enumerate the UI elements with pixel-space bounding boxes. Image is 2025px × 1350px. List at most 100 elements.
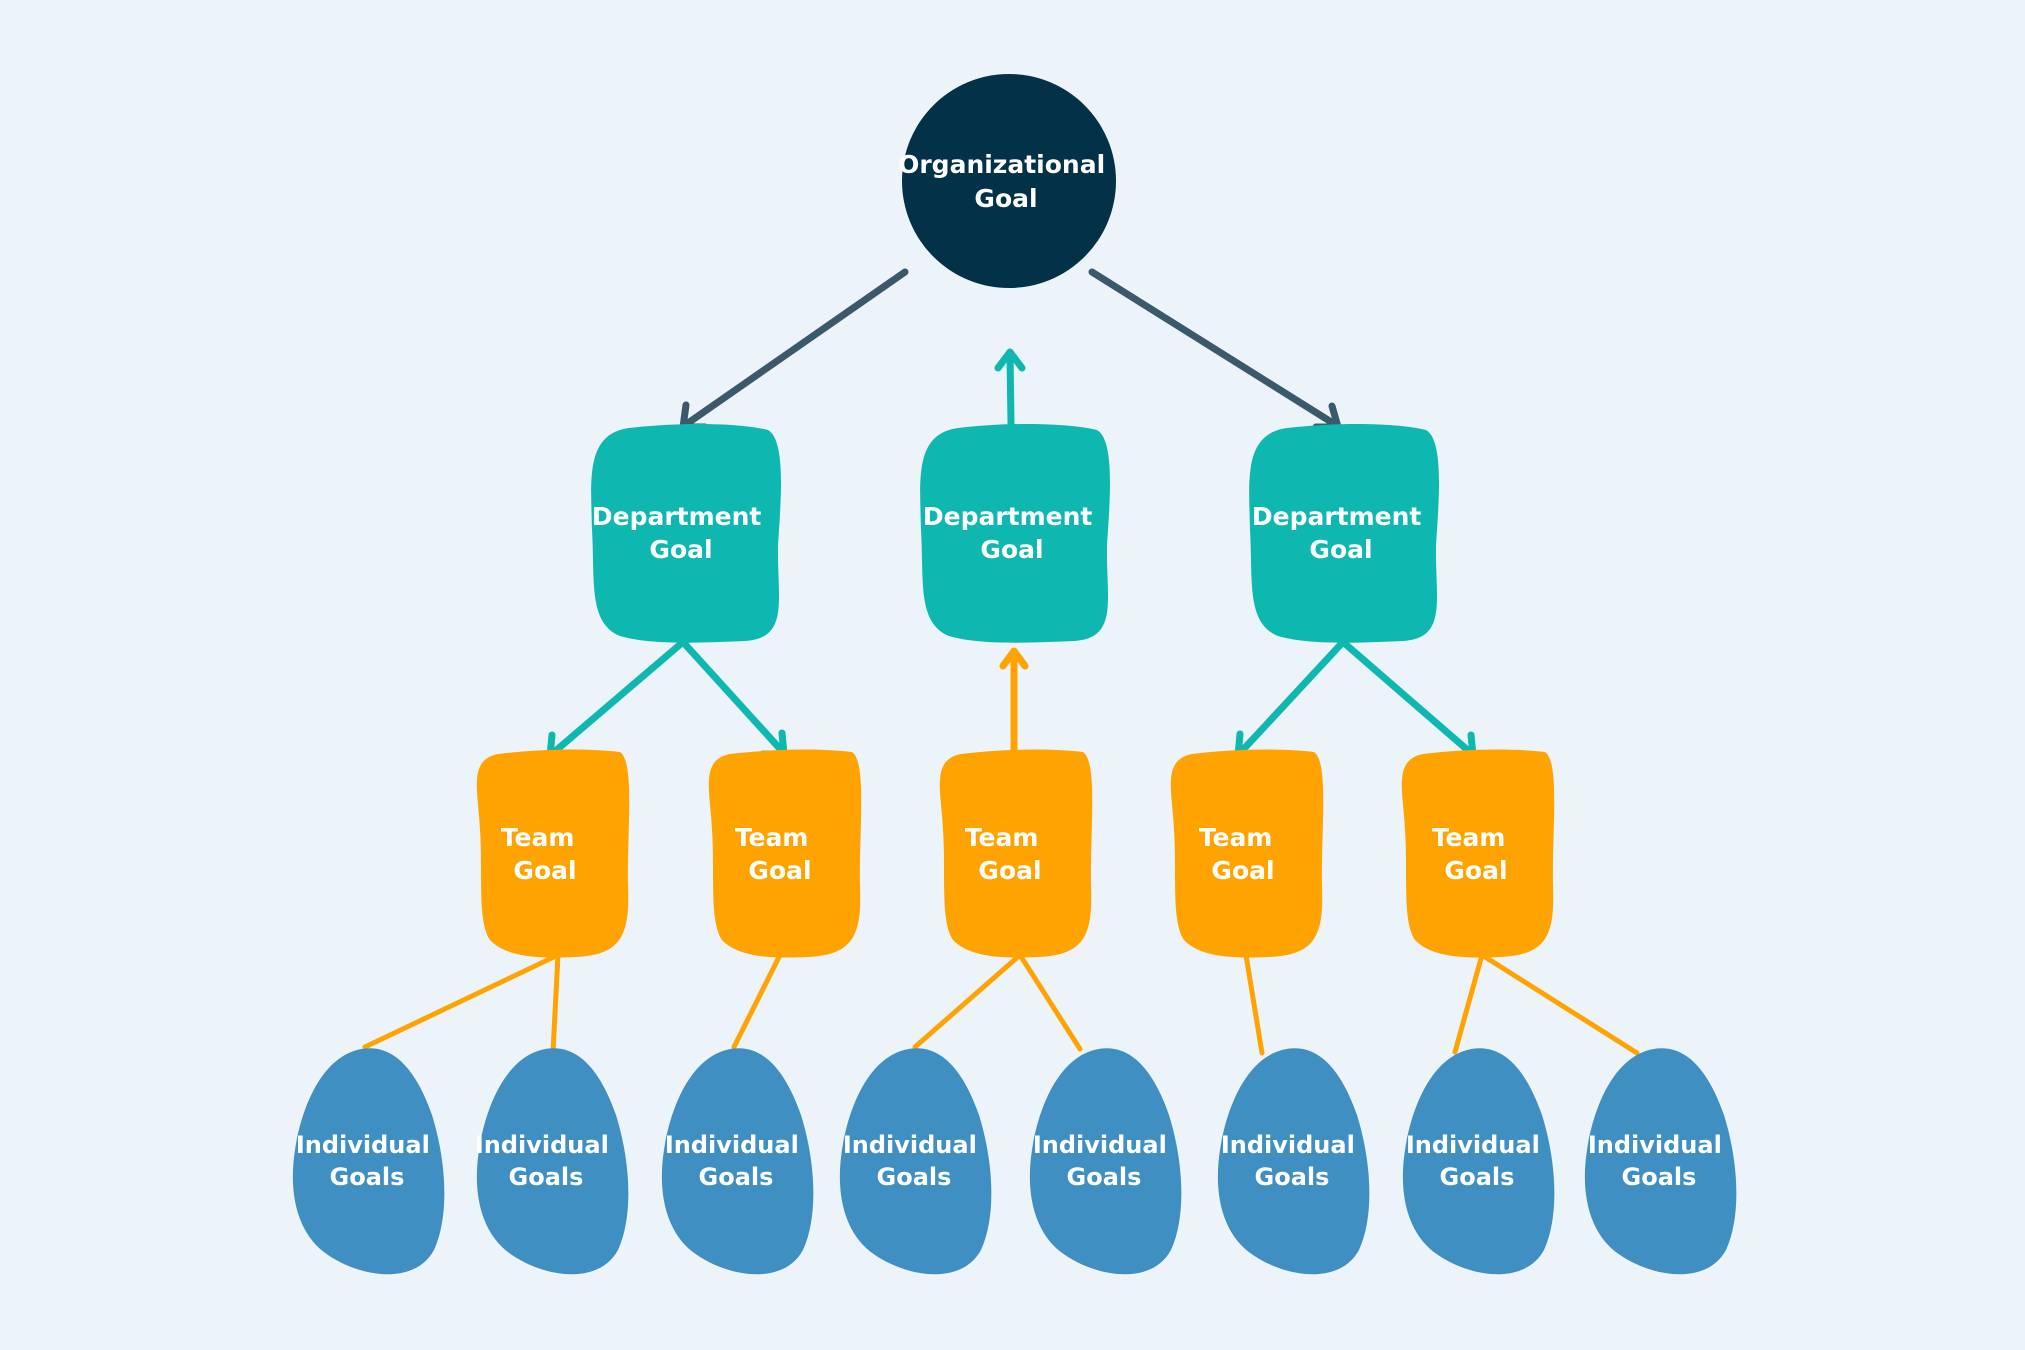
org-goal-label: Organizational Goal <box>898 150 1114 213</box>
line-team-5-to-individual-8 <box>1479 952 1640 1056</box>
individual-goals-8-label: Individual Goals <box>1588 1131 1730 1191</box>
team-goal-4-line-2: Goal <box>1211 856 1274 885</box>
team-connectors <box>362 952 1640 1056</box>
individual-goals-4-line-1: Individual <box>843 1131 977 1159</box>
team-goal-5-line-2: Goal <box>1444 856 1507 885</box>
department-goal-2: Department Goal <box>920 423 1110 643</box>
department-goal-2-line-2: Goal <box>980 535 1043 564</box>
line-team-1-to-individual-2 <box>550 952 561 1055</box>
individual-goals-5-line-2: Goals <box>1067 1163 1142 1191</box>
team-goal-2: Team Goal <box>708 749 862 958</box>
line-team-4-to-individual-6 <box>1243 952 1265 1056</box>
individual-goals-5-label: Individual Goals <box>1033 1131 1175 1191</box>
line-team-2-to-individual-3 <box>731 952 783 1050</box>
individual-goals-7-shape <box>1402 1048 1555 1275</box>
arrow-department-1-to-team-1 <box>549 638 687 757</box>
department-goal-1-shape <box>591 423 781 643</box>
team-goal-2-line-2: Goal <box>748 856 811 885</box>
org-goal-label-line-2: Goal <box>974 184 1037 213</box>
department-goal-3: Department Goal <box>1249 423 1439 643</box>
team-goal-5-shape <box>1401 749 1555 958</box>
arrow-department-1-to-team-2 <box>679 638 786 755</box>
org-goal-circle <box>902 74 1116 288</box>
individual-goals-2-line-1: Individual <box>475 1131 609 1159</box>
individual-goals-6-label: Individual Goals <box>1221 1131 1363 1191</box>
line-team-5-to-individual-7 <box>1452 952 1485 1055</box>
individual-goals-7-line-1: Individual <box>1406 1131 1540 1159</box>
department-goal-3-line-2: Goal <box>1309 535 1372 564</box>
department-goal-3-label: Department Goal <box>1252 502 1430 564</box>
individual-goals-5: Individual Goals <box>1029 1048 1182 1275</box>
individual-goals-4: Individual Goals <box>839 1048 992 1275</box>
individual-goals-2-line-2: Goals <box>509 1163 584 1191</box>
department-goal-1-line-2: Goal <box>649 535 712 564</box>
individual-goals-6-shape <box>1217 1048 1370 1275</box>
team-goal-5-line-1: Team <box>1432 823 1506 852</box>
individual-goals-8-line-2: Goals <box>1622 1163 1697 1191</box>
team-goal-4-line-1: Team <box>1199 823 1273 852</box>
individual-goals-6-line-2: Goals <box>1255 1163 1330 1191</box>
individual-goals-1-line-1: Individual <box>296 1131 430 1159</box>
team-goal-5-label: Team Goal <box>1432 823 1514 885</box>
arrow-department-3-to-team-4 <box>1236 638 1347 757</box>
department-goal-1-label: Department Goal <box>592 502 770 564</box>
department-goal-1: Department Goal <box>591 423 781 643</box>
individual-goals-1-line-2: Goals <box>330 1163 405 1191</box>
individual-goals-4-label: Individual Goals <box>843 1131 985 1191</box>
individual-goals-8-shape <box>1584 1048 1737 1275</box>
team-goal-1: Team Goal <box>476 749 630 958</box>
team-goal-2-label: Team Goal <box>735 823 817 885</box>
individual-goals-7-line-2: Goals <box>1440 1163 1515 1191</box>
individual-goals-3-shape <box>661 1048 814 1275</box>
department-goal-3-line-1: Department <box>1252 502 1422 531</box>
team-goal-1-shape <box>476 749 630 958</box>
department-goals: Department Goal Department Goal Departme… <box>591 423 1439 643</box>
individual-goals-1-label: Individual Goals <box>296 1131 438 1191</box>
individual-goals-1: Individual Goals <box>292 1048 445 1275</box>
team-goal-5: Team Goal <box>1401 749 1555 958</box>
team-goal-3-line-1: Team <box>965 823 1039 852</box>
department-goal-2-line-1: Department <box>923 502 1093 531</box>
team-goal-4-label: Team Goal <box>1199 823 1281 885</box>
individual-goals-8-line-1: Individual <box>1588 1131 1722 1159</box>
team-goal-1-label: Team Goal <box>501 823 583 885</box>
individual-goals-3-label: Individual Goals <box>665 1131 807 1191</box>
individual-goals-4-line-2: Goals <box>877 1163 952 1191</box>
org-goal-node: Organizational Goal <box>898 74 1116 288</box>
individual-goals-5-shape <box>1029 1048 1182 1275</box>
individual-goals-6: Individual Goals <box>1217 1048 1370 1275</box>
individual-goals-8: Individual Goals <box>1584 1048 1737 1275</box>
individual-goals-6-line-1: Individual <box>1221 1131 1355 1159</box>
org-goal-label-line-1: Organizational <box>898 150 1105 179</box>
arrowhead-up-to-department-2 <box>999 647 1029 670</box>
arrow-org-to-department-3 <box>1088 268 1340 429</box>
individual-goals-7-label: Individual Goals <box>1406 1131 1548 1191</box>
department-goal-2-shape <box>920 423 1110 643</box>
department-goal-1-line-1: Department <box>592 502 762 531</box>
individual-goals-3-line-2: Goals <box>699 1163 774 1191</box>
individual-goals-2-shape <box>476 1048 629 1275</box>
arrowhead-up-to-org <box>994 348 1026 372</box>
team-goal-2-line-1: Team <box>735 823 809 852</box>
individual-goals-5-line-1: Individual <box>1033 1131 1167 1159</box>
individual-goals: Individual Goals Individual Goals Indivi… <box>292 1048 1737 1275</box>
department-goal-3-shape <box>1249 423 1439 643</box>
team-goal-1-line-2: Goal <box>513 856 576 885</box>
arrow-department-3-to-team-5 <box>1339 638 1475 757</box>
team-goal-4-shape <box>1170 749 1324 958</box>
line-team-3-to-individual-5 <box>1017 952 1083 1052</box>
arrow-department-2-to-org <box>1006 351 1015 428</box>
team-goal-3-shape <box>939 749 1093 958</box>
team-goal-3: Team Goal <box>939 749 1093 958</box>
line-team-3-to-individual-4 <box>912 952 1023 1050</box>
arrow-org-to-department-1 <box>684 268 909 427</box>
team-goal-4: Team Goal <box>1170 749 1324 958</box>
team-goal-1-line-1: Team <box>501 823 575 852</box>
line-team-1-to-individual-1 <box>362 952 561 1050</box>
team-goal-3-line-2: Goal <box>978 856 1041 885</box>
individual-goals-7: Individual Goals <box>1402 1048 1555 1275</box>
individual-goals-3-line-1: Individual <box>665 1131 799 1159</box>
team-goals: Team Goal Team Goal Team Goal Team Goal <box>476 749 1555 958</box>
